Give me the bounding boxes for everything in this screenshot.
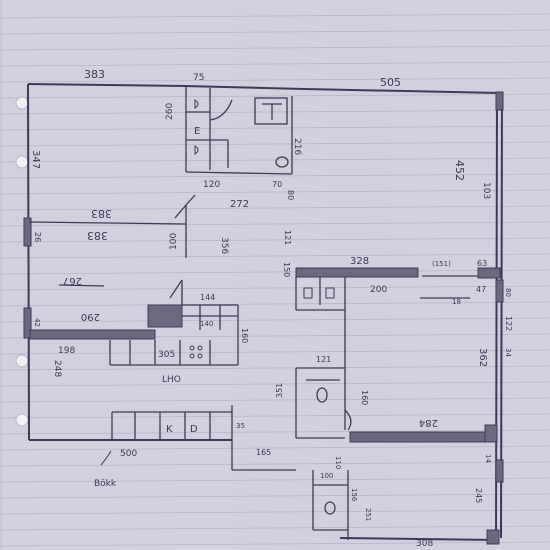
- fixture-letters: E K D: [166, 126, 200, 435]
- dim-label-left-248: 248: [52, 360, 62, 377]
- dim-label-right-103: 103: [481, 182, 491, 199]
- dim-label-kitchen-144: 144: [200, 293, 215, 302]
- dim-label-bath-70: 70: [272, 180, 282, 189]
- dim-label-wc-156: 156: [350, 488, 358, 502]
- dim-label-right-452: 452: [453, 160, 466, 181]
- dim-label-living-151: (151): [432, 260, 451, 268]
- wall-blocks: [23, 91, 504, 545]
- binder-hole: [15, 155, 29, 169]
- dim-label-top-left-width: 383: [84, 68, 105, 81]
- dim-label-living-328: 328: [350, 256, 369, 267]
- dim-label-hall-165: 165: [256, 448, 271, 457]
- dim-label-room-267: 267: [63, 275, 82, 286]
- dim-label-bottom-500: 500: [120, 449, 137, 459]
- dim-label-wc-251: 251: [364, 508, 372, 521]
- dim-label-right-47: 47: [476, 285, 486, 294]
- dim-label-bath2-121: 121: [316, 355, 331, 364]
- fixture-letter-e: E: [194, 126, 200, 137]
- dim-label-bottom-bokk: Bökk: [94, 479, 117, 489]
- binder-hole: [15, 413, 29, 427]
- dim-label-living-200: 200: [370, 285, 387, 295]
- dim-label-room-100: 100: [169, 233, 179, 250]
- dim-label-room-284: 284: [419, 417, 438, 428]
- dim-label-bath-120: 120: [203, 180, 220, 190]
- dim-label-living-150: 150: [282, 262, 291, 277]
- dim-label-room-383-a: 383: [91, 207, 112, 220]
- dim-label-bath-260: 260: [165, 103, 175, 120]
- dim-label-left-26: 26: [33, 232, 42, 242]
- dim-label-room-356: 356: [219, 237, 229, 254]
- dim-label-bath2-160: 160: [360, 390, 369, 405]
- dim-label-right-80: 80: [504, 288, 512, 297]
- dim-label-kitchen-160: 160: [240, 328, 249, 343]
- dim-label-hall-35: 35: [236, 422, 245, 430]
- dim-label-bath2-351: 351: [275, 383, 284, 398]
- dim-label-kitchen-lho: LHO: [162, 375, 181, 385]
- dim-label-left-42: 42: [33, 318, 41, 327]
- dim-label-right-245: 245: [474, 488, 483, 503]
- dim-label-kitchen-198: 198: [58, 346, 75, 356]
- fixture-letter-k: K: [166, 424, 173, 435]
- dim-label-right-362: 362: [477, 348, 488, 367]
- dim-label-kitchen-305: 305: [158, 350, 175, 360]
- binder-holes: [15, 96, 29, 427]
- dim-label-room-383-b: 383: [87, 229, 108, 242]
- dim-label-right-63: 63: [477, 259, 487, 268]
- dim-label-right-14: 14: [484, 454, 492, 463]
- fixture-letter-d-kitchen: D: [190, 424, 198, 435]
- dim-label-room-121-a: 121: [283, 230, 292, 245]
- dim-label-wc-110: 110: [334, 456, 342, 469]
- dim-label-left-outer: 347: [30, 150, 41, 169]
- dim-label-room-272: 272: [230, 199, 249, 210]
- dimension-labels: 383 75 505 347 260 216 120 70 80 272 383…: [30, 68, 513, 549]
- dim-label-top-right-width: 505: [380, 76, 401, 89]
- interior-walls: [28, 86, 478, 540]
- dim-label-right-122: 122: [504, 316, 513, 331]
- dim-label-wc-100: 100: [320, 472, 333, 480]
- dim-label-right-18: 18: [452, 298, 461, 306]
- dim-label-bottom-308: 308: [416, 539, 433, 549]
- small-symbols: [100, 99, 335, 466]
- dim-label-right-34: 34: [504, 348, 512, 357]
- dim-label-kitchen-140: 140: [200, 320, 213, 328]
- dim-label-top-small: 75: [193, 73, 204, 83]
- dim-label-room-290: 290: [81, 311, 100, 322]
- dim-label-bath-216: 216: [292, 138, 302, 155]
- binder-hole: [15, 96, 29, 110]
- binder-hole: [15, 354, 29, 368]
- ruled-lines: [0, 13, 550, 547]
- dim-label-bath-80: 80: [286, 190, 295, 200]
